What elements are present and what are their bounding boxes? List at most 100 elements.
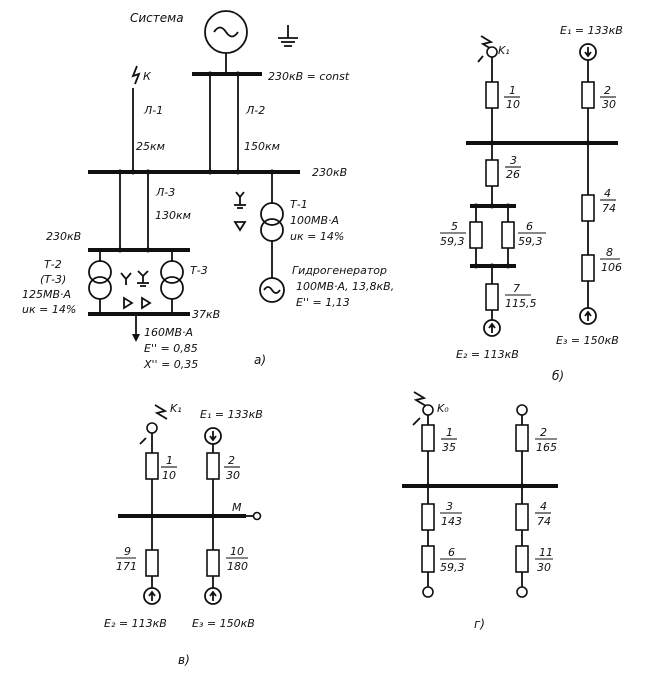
r2-value: 165 <box>536 441 557 454</box>
r3-value: 143 <box>441 515 462 528</box>
resistor-1 <box>145 452 159 480</box>
line-1-label: Л-1 <box>143 104 163 117</box>
sine-icon <box>213 26 239 38</box>
t1-rating: 100МВ·А <box>290 214 339 227</box>
transformer-t2-icon <box>88 250 112 314</box>
main-bus-label: 230кВ <box>312 166 347 179</box>
line-1-length: 25км <box>136 140 165 153</box>
resistor-4 <box>515 503 529 531</box>
line-2-length: 150км <box>244 140 280 153</box>
e3-label: E₃ = 150кВ <box>556 334 619 347</box>
r3-number: 3 <box>510 154 517 167</box>
bottom-left-node <box>422 586 434 598</box>
line-3-label: Л-3 <box>155 186 175 199</box>
resistor-3 <box>485 159 499 187</box>
gen-name: Гидрогенератор <box>292 264 387 277</box>
r1-number: 1 <box>166 454 173 467</box>
fault-k1-icon <box>480 35 494 51</box>
fault-k-icon <box>131 65 141 85</box>
system-label: Система <box>130 11 184 25</box>
diagram-c: K₁ E₁ = 133кВ 1 10 2 30 М 9 171 E₂ = 113… <box>104 402 263 667</box>
resistor-3 <box>421 503 435 531</box>
load-x: X'' = 0,35 <box>143 358 198 371</box>
r1-number: 1 <box>446 426 453 439</box>
t2-name: Т-2 <box>44 258 62 271</box>
k1-label: K₁ <box>498 44 510 57</box>
t2-uk: uк = 14% <box>22 303 76 316</box>
system-bus-label: 230кВ = const <box>268 70 350 83</box>
lv-bus-label: 37кВ <box>192 308 220 321</box>
r7-value: 115,5 <box>505 297 537 310</box>
fault-k1-icon <box>154 404 168 420</box>
resistor-2 <box>515 424 529 452</box>
r9-value: 171 <box>116 560 137 573</box>
r6-number: 6 <box>526 220 533 233</box>
r8-number: 8 <box>606 246 613 259</box>
r1-number: 1 <box>509 84 516 97</box>
r4-number: 4 <box>604 187 611 200</box>
r7-number: 7 <box>513 282 520 295</box>
r9-number: 9 <box>124 545 131 558</box>
k0-node <box>422 404 434 416</box>
resistor-11 <box>515 545 529 573</box>
r8-value: 106 <box>601 261 622 274</box>
r1-value: 10 <box>506 98 520 111</box>
load-e: E'' = 0,85 <box>144 342 198 355</box>
fault-k0-icon <box>413 391 427 407</box>
r4-number: 4 <box>540 500 547 513</box>
ground-icon <box>278 25 298 47</box>
resistor-1 <box>485 81 499 109</box>
e1-label: E₁ = 133кВ <box>560 24 623 37</box>
r2-number: 2 <box>228 454 235 467</box>
delta-icon <box>233 221 247 232</box>
e3-source-icon <box>579 307 597 325</box>
line-2-label: Л-2 <box>245 104 265 117</box>
bottom-right-node <box>516 586 528 598</box>
resistor-9 <box>145 549 159 577</box>
resistor-5 <box>469 221 483 249</box>
e2-label: E₂ = 113кВ <box>104 617 167 630</box>
r11-number: 11 <box>539 546 553 559</box>
k1-label: K₁ <box>170 402 182 415</box>
r5-value: 59,3 <box>440 235 465 248</box>
left-bus-label: 230кВ <box>46 230 81 243</box>
top-right-node <box>516 404 528 416</box>
r11-value: 30 <box>537 561 551 574</box>
r2-value: 30 <box>226 469 240 482</box>
e1-label: E₁ = 133кВ <box>200 408 263 421</box>
fault-k-label: К <box>143 70 152 83</box>
r10-value: 180 <box>227 560 248 573</box>
r6-value: 59,3 <box>440 561 465 574</box>
t1-name: Т-1 <box>290 198 308 211</box>
r5-number: 5 <box>451 220 458 233</box>
r2-value: 30 <box>602 98 616 111</box>
e3-label: E₃ = 150кВ <box>192 617 255 630</box>
resistor-10 <box>206 549 220 577</box>
transformer-t3-icon <box>160 250 184 314</box>
resistor-1 <box>421 424 435 452</box>
t1-uk: uк = 14% <box>290 230 344 243</box>
resistor-2 <box>206 452 220 480</box>
e2-source-icon <box>483 319 501 337</box>
r10-number: 10 <box>230 545 244 558</box>
r3-number: 3 <box>446 500 453 513</box>
diagram-a: Система 230кВ = const К Л-1 25км Л-2 150… <box>22 10 394 371</box>
load-rating: 160МВ·А <box>144 326 193 339</box>
t3-name: Т-3 <box>190 264 208 277</box>
gen-rating: 100МВ·А, 13,8кВ, <box>296 280 394 293</box>
t2-name-alt: (Т-3) <box>40 273 66 286</box>
line-3-length: 130км <box>155 209 191 222</box>
node-m <box>252 511 262 521</box>
wye-grounded-icon <box>234 191 246 209</box>
resistor-6 <box>501 221 515 249</box>
transformer-t1-icon <box>260 202 284 242</box>
delta-icon <box>123 296 134 310</box>
caption-b: б) <box>552 369 564 383</box>
diagram-b: K₁ E₁ = 133кВ 1 10 2 30 3 26 <box>440 24 623 383</box>
r2-number: 2 <box>604 84 611 97</box>
resistor-6 <box>421 545 435 573</box>
resistor-7 <box>485 283 499 311</box>
r3-value: 26 <box>506 168 520 181</box>
caption-a: а) <box>254 353 266 367</box>
